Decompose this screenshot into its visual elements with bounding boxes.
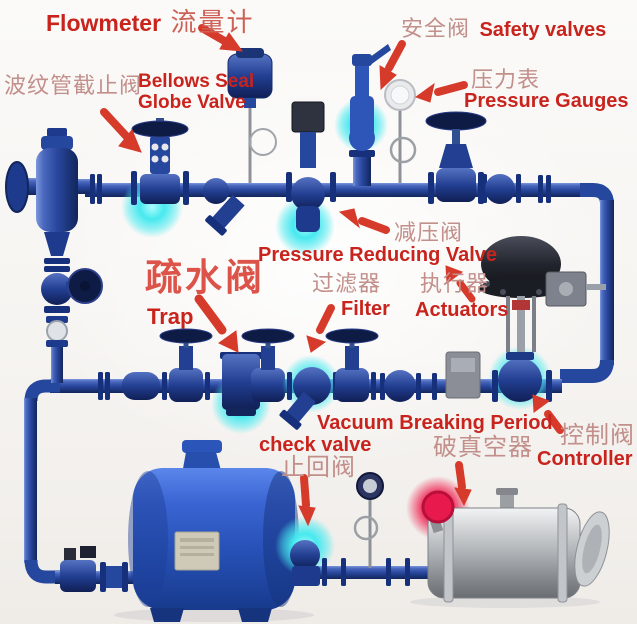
arrow-check-valve [298,474,316,527]
flowmeter-transmitter [227,48,277,183]
tank-shadow [114,608,314,622]
bellows-seal-globe-valve [131,118,189,205]
arrow-trap [194,294,239,353]
label-prv-en: Pressure Reducing Valve [258,244,498,266]
sight-glass [46,316,68,383]
inline-chamber [380,370,437,402]
travel-indicator [512,300,530,310]
bottom-left-valve [60,546,128,592]
condensate-tank [128,440,299,622]
globe-valve-mid-1 [159,328,213,402]
annotation-arrows [100,24,564,527]
handwheel [325,328,379,344]
vacuum-breaker [421,490,455,534]
arrow-filter [306,304,335,353]
pressure-reducing-valve [286,101,336,232]
handwheel [159,328,213,344]
label-check-valve-zh: 止回阀 [281,454,356,481]
filter [279,367,331,430]
syphon-coil [353,515,379,541]
label-controller-en: Controller [537,448,633,470]
arrow-bellows-valve [100,108,142,153]
label-flowmeter-en: Flowmeter [46,10,162,36]
label-bellows-zh: 波纹管截止阀 [4,73,143,98]
drain-globe-valve [41,258,103,313]
inlet-end-cap-flange [5,161,40,213]
valve-stem [517,296,525,352]
exchanger-shadow [410,596,600,608]
manhole-cap [182,440,222,453]
handwheel [131,120,189,138]
capillary-coil [249,128,277,156]
yoke-left [506,296,510,352]
label-filter-en: Filter [341,298,390,320]
shell-flange-ring [557,503,568,603]
handwheel [425,111,487,131]
y-strainer-top [203,178,245,236]
grey-instrument-box [445,351,481,399]
arrow-actuator [445,265,476,303]
middle-flanges-reducer [98,372,160,400]
safety-lever [366,44,391,66]
syphon-coil [389,136,417,164]
safety-valve [349,44,391,186]
check-valve [290,540,346,586]
flanged-fitting-top [482,174,551,204]
arrow-controller [532,394,564,434]
globe-valve-mid-2 [241,328,295,402]
globe-valve-mid-3 [325,328,379,402]
label-bellows-en: Bellows Seal Globe Valve [138,71,255,113]
label-flowmeter-zh: 流量计 [170,7,255,37]
label-safety-zh: 安全阀 [401,16,471,41]
arrow-pressure-gauge [414,81,468,103]
handwheel [241,328,295,344]
label-trap-en: Trap [147,304,194,329]
pressure-gauge-bottom [353,472,384,568]
separator [36,128,102,256]
label-actuators-zh: 执行器 [420,271,490,296]
label-filter-zh: 过滤器 [312,271,382,296]
rear-end-flange [574,511,610,587]
control-valve [492,352,552,402]
label-vacuum-en: Vacuum Breaking Period [317,412,553,434]
top-nozzle [500,492,514,510]
arrow-flowmeter [198,24,244,52]
steam-trap [220,352,262,416]
arrow-prv [338,208,390,234]
yoke-right [532,296,536,352]
label-prv-zh: 减压阀 [394,220,464,245]
label-flowmeter: Flowmeter 流量计 [46,8,255,36]
label-pressure-gauges-zh: 压力表 [471,67,541,92]
label-actuators-en: Actuators [415,299,509,321]
label-controller-zh: 控制阀 [560,422,635,449]
tank-leg [238,608,272,622]
pneumatic-actuator [479,236,606,352]
arrow-vacuum-breaker [454,461,472,507]
globe-valve-top-right [425,111,487,204]
label-safety-valves: 安全阀 Safety valves [401,17,606,42]
label-bellows-en-line1: Bellows Seal [138,71,255,92]
tank-left-cap [128,471,168,607]
label-pressure-gauges-en: Pressure Gauges [464,90,629,112]
label-bellows-en-line2: Globe Valve [138,91,246,113]
nameplate [174,531,220,571]
tank-leg [150,608,184,622]
label-safety-en: Safety valves [479,19,607,41]
label-check-valve-en: check valve [259,434,372,456]
label-trap-zh: 疏水阀 [145,257,265,298]
label-vacuum-zh: 破真空器 [433,434,533,461]
bottom-flanges-right [386,558,410,586]
pressure-gauge-top [384,79,417,183]
arrow-safety-valve [379,40,406,91]
